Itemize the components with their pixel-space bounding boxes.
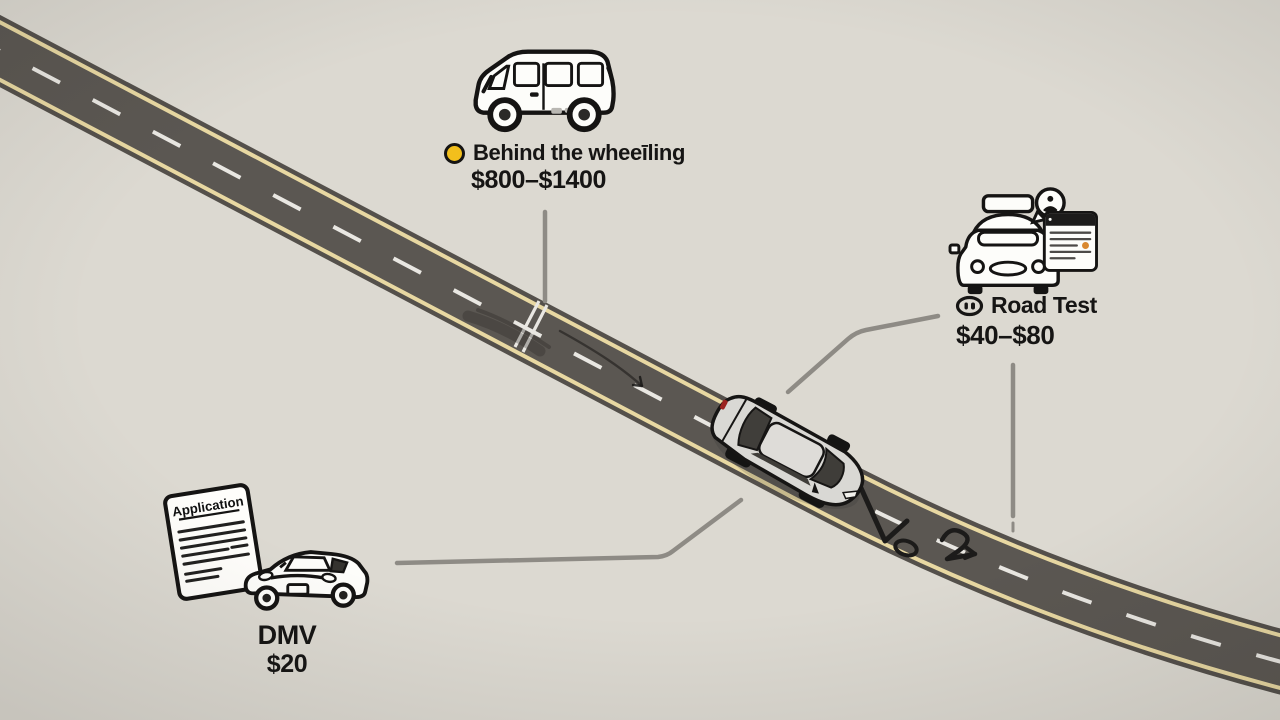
oval-badge-icon bbox=[955, 295, 984, 316]
lesson-label: Behind the wheeīling bbox=[444, 142, 685, 164]
rooftop-sign bbox=[981, 194, 1035, 214]
side-mirror bbox=[948, 243, 961, 255]
car-rear-window bbox=[737, 406, 773, 452]
driving-test-car-icon bbox=[948, 187, 1068, 295]
examiner-speech-bubble-icon bbox=[1030, 187, 1066, 225]
car-taillight bbox=[719, 399, 728, 410]
connector-lines bbox=[394, 209, 1016, 566]
dmv-price: $20 bbox=[266, 650, 308, 678]
road-test-connector bbox=[785, 313, 941, 395]
orange-mark bbox=[1082, 242, 1089, 249]
test-checklist-icon bbox=[1042, 210, 1098, 272]
headlight bbox=[321, 572, 337, 584]
car-headlight bbox=[842, 490, 859, 500]
windshield bbox=[977, 230, 1040, 247]
grille bbox=[988, 260, 1028, 277]
car-windshield bbox=[808, 446, 845, 489]
headlight bbox=[257, 570, 274, 582]
road-test-label: Road Test bbox=[955, 294, 1097, 317]
license-plate bbox=[286, 583, 310, 596]
dmv-sedan-icon bbox=[243, 550, 370, 611]
yellow-dot-icon bbox=[444, 142, 465, 164]
grille bbox=[270, 573, 325, 580]
application-form-icon: Application bbox=[163, 483, 264, 601]
mirror bbox=[279, 561, 287, 569]
skid-marks bbox=[462, 308, 644, 388]
minivan-icon bbox=[473, 49, 616, 133]
side-window bbox=[329, 557, 349, 574]
lesson-title: Behind the wheeīling bbox=[473, 140, 686, 165]
lane-dash-line bbox=[0, 48, 1280, 664]
dmv-title: DMV bbox=[257, 620, 317, 650]
car-mirror bbox=[811, 482, 819, 494]
road-test-title: Road Test bbox=[991, 292, 1097, 318]
windshield bbox=[283, 555, 333, 572]
dmv-connector bbox=[394, 497, 744, 566]
car-side-glass bbox=[750, 452, 811, 486]
road-doodles bbox=[858, 485, 978, 562]
road-test-price: $40–$80 bbox=[956, 320, 1055, 350]
headlight bbox=[970, 259, 985, 275]
silver-sedan-on-road bbox=[710, 394, 865, 509]
van-door-handle bbox=[529, 92, 539, 97]
lesson-price: $800–$1400 bbox=[471, 166, 607, 194]
stop-lines bbox=[513, 300, 549, 353]
